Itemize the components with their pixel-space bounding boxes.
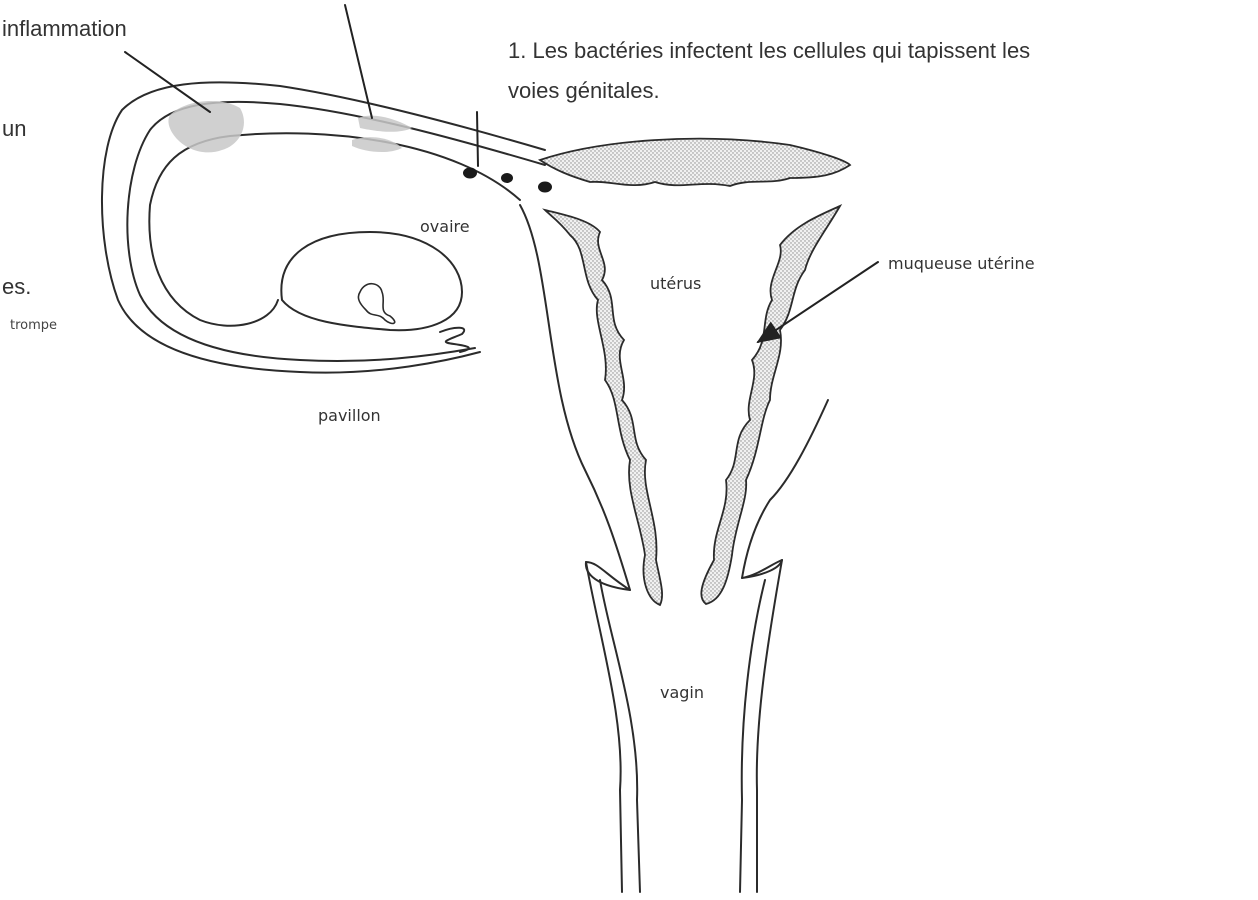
pavillon-label: pavillon — [318, 406, 381, 425]
inflammation-pointer — [125, 52, 210, 112]
vagina-left-wall — [586, 562, 622, 892]
bacterium-2 — [501, 173, 513, 183]
trompe-label: trompe — [10, 318, 57, 333]
vagina-left-inner — [600, 580, 640, 892]
ovary-outline — [281, 232, 462, 330]
vagina-right-wall — [757, 560, 782, 892]
caption-line-2: voies génitales. — [508, 76, 660, 106]
vagina-right-outer — [742, 560, 782, 578]
vagina-right-inner — [740, 580, 765, 892]
vagin-label: vagin — [660, 683, 704, 702]
caption-line-1: 1. Les bactéries infectent les cellules … — [508, 36, 1030, 66]
fundus-mucosa — [540, 139, 850, 186]
uterus-label: utérus — [650, 274, 701, 293]
inflammation-patch-2 — [358, 116, 412, 132]
ovary-follicle — [358, 284, 394, 324]
inflammation-label: inflammation — [2, 14, 127, 44]
bacterium-3 — [538, 182, 552, 193]
ovaire-label: ovaire — [420, 217, 470, 236]
fragment-un-label: un — [2, 114, 26, 144]
fragment-es-label: es. — [2, 272, 31, 302]
muqueuse-label: muqueuse utérine — [888, 254, 1035, 273]
bacterium-1 — [463, 168, 477, 179]
bacteria-pointer — [477, 112, 478, 166]
tube-outer-wall — [102, 82, 545, 372]
uterus-right-mucosa — [701, 206, 840, 604]
pavillon-fimbriae — [440, 328, 469, 352]
inflammation-patch-3 — [352, 137, 402, 152]
